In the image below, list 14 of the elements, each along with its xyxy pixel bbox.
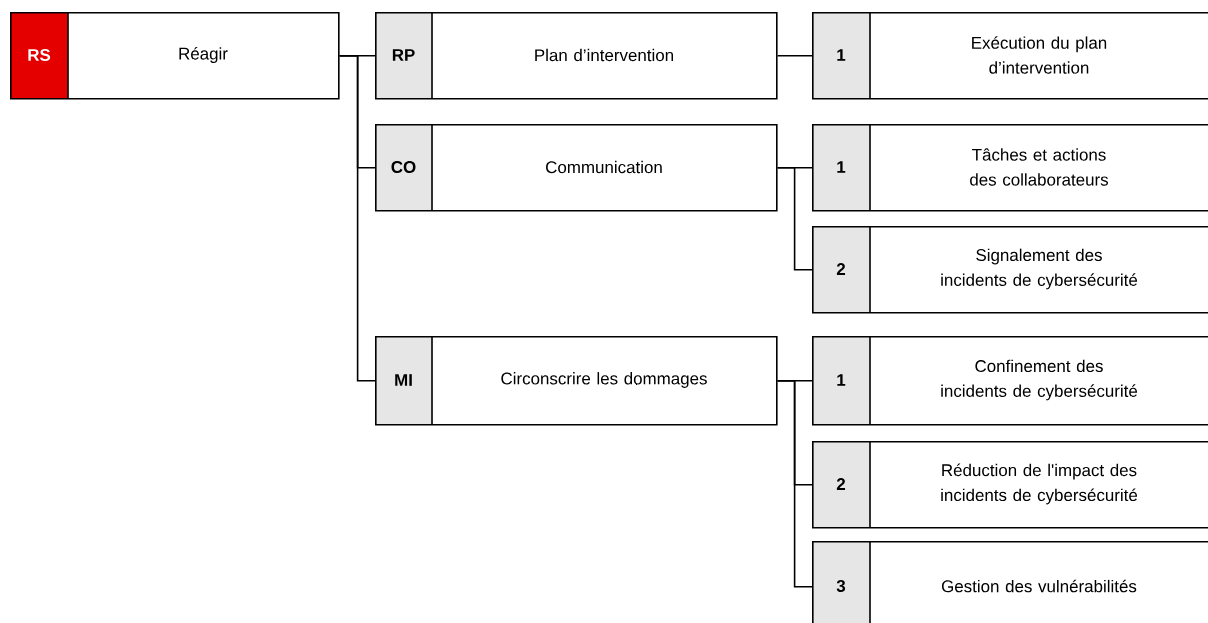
process-box: 1 Confinement des incidents de cybersécurité xyxy=(812,335,1208,426)
process-box: MI Circonscrire les dommages xyxy=(375,335,778,426)
connector xyxy=(776,167,813,271)
process-box: 1 Exécution du plan d’intervention xyxy=(812,11,1208,100)
process-box: 2 Réduction de l'impact des incidents de cybersécurité xyxy=(812,440,1208,529)
process-box: 2 Signalement des incidents de cybersécurité xyxy=(812,225,1208,314)
process-box: CO Communication xyxy=(375,123,778,212)
process-box: RP Plan d’intervention xyxy=(375,11,778,100)
process-box: 1 Tâches et actions des collaborateurs xyxy=(812,123,1208,212)
connector xyxy=(338,55,376,382)
process-box: RS Réagir xyxy=(10,11,340,100)
process-box: 3 Gestion des vulnérabilités xyxy=(812,540,1208,623)
connector xyxy=(776,55,813,57)
connector xyxy=(776,380,813,588)
